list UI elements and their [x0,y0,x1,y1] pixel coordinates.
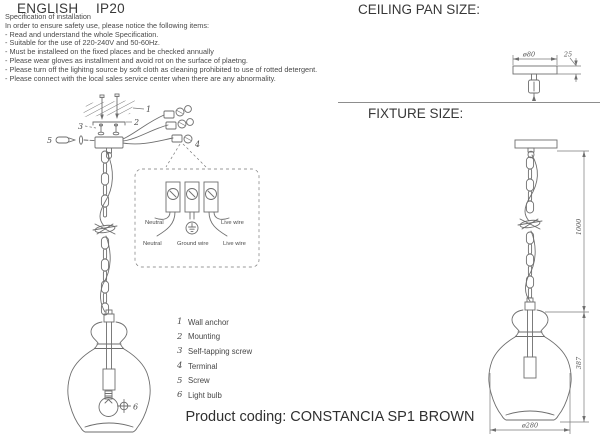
chain-length-dimension [545,150,589,313]
ceiling-pan-heading: CEILING PAN SIZE: [358,2,481,17]
fixture-size-heading: FIXTURE SIZE: [368,106,464,121]
leader-3 [84,125,97,129]
terminals [163,105,194,144]
neutral-bottom-label: Neutral [143,241,162,247]
list-item: 2 Mounting [177,330,252,345]
part-number: 5 [177,375,183,386]
wall-anchors [99,93,120,120]
wiring-wires [154,211,230,237]
part-label: Self-tapping screw [188,346,253,356]
leader-1 [132,107,145,110]
part-number: 3 [177,346,183,357]
terminal-blocks [165,181,219,213]
height-dimension [557,57,581,82]
installation-diagram: 1 2 3 5 [47,93,209,170]
part-label: Terminal [188,361,218,371]
label-screw: 5 [47,136,52,145]
part-number: 1 [177,317,183,328]
spec-title: Specification of installation [5,12,91,21]
live-wire-top-label: Live wire [221,220,244,226]
spec-item: - Please turn off the lighitng source by… [5,64,318,74]
fixture-diagram: 1000 387 ø280 [488,139,589,434]
fixture-knot [517,218,543,230]
label-wall-anchor: 1 [146,105,151,114]
part-label: Screw [188,376,210,386]
wire-knot [92,223,118,235]
body-diameter-label: ø280 [521,422,538,430]
part-number: 4 [177,361,183,372]
spec-item: - Please wear gloves as installment and … [5,55,248,65]
pendant-drawing: 6 [67,150,151,433]
screw-part [55,135,95,145]
parts-list: 1 Wall anchor 2 Mounting 3 Self-tapping scr… [177,315,252,403]
spec-item: - Please connect with the local sales se… [5,73,276,83]
product-coding: Product coding: CONSTANCIA SP1 BROWN [185,409,475,425]
part-label: Mounting [188,332,221,342]
ceiling-hatch [82,100,135,117]
mounting-bracket [92,121,126,126]
section-divider [338,102,600,104]
fixture-shade [488,297,572,421]
specification-text: Specification of installation In order t… [5,12,350,83]
dashed-frame [134,168,260,268]
part-label: Wall anchor [188,317,229,327]
pan-height-label: 25 [563,51,572,59]
label-mounting: 2 [133,118,139,127]
chain-length-label: 1000 [575,219,583,236]
pan-body [512,65,558,101]
neutral-top-label: Neutral [145,220,164,226]
body-diameter-dimension [489,373,571,434]
self-tapping-screws [97,123,120,136]
live-wire-bottom-label: Live wire [223,241,246,247]
suspension-wire [99,151,113,313]
spec-item: - Must be installeed on the fixed places… [5,47,214,57]
fixture-canopy [514,139,558,159]
list-item: 5 Screw [177,373,252,388]
part-number: 2 [177,331,183,342]
spec-intro: In order to ensure safety use, please no… [5,20,210,30]
fixture-wire [524,154,538,302]
body-height-dimension [560,312,589,423]
list-item: 3 Self-tapping screw [177,344,252,359]
detail-leaders [165,143,209,170]
light-bulb [98,390,119,417]
language-label: ENGLISH [17,1,79,16]
glass-shade [67,309,151,433]
ceiling-pan-diagram: ø80 25 [512,51,581,101]
wiring-diagram: Neutral Neutral Ground wire Live wire Li… [134,168,260,268]
list-item: 6 Light bulb [177,388,252,403]
ground-wire-label: Ground wire [177,241,209,247]
bulb-callout [117,399,131,413]
pan-diameter-label: ø80 [522,51,535,59]
list-item: 4 Terminal [177,359,252,374]
diameter-dimension [512,55,558,65]
label-self-tapping-screw: 3 [78,122,83,131]
spec-item: - Suitable for the use of 220-240V and 5… [5,38,160,48]
ip-rating-label: IP20 [96,1,125,16]
ground-symbol [185,221,199,235]
body-height-label: 387 [575,356,583,369]
list-item: 1 Wall anchor [177,315,252,330]
wires [122,114,174,145]
spec-item: - Read and understand the whole Specific… [5,29,159,39]
part-number: 6 [177,390,183,401]
label-terminal: 4 [194,140,200,149]
part-label: Light bulb [188,390,222,400]
label-light-bulb: 6 [133,403,138,412]
